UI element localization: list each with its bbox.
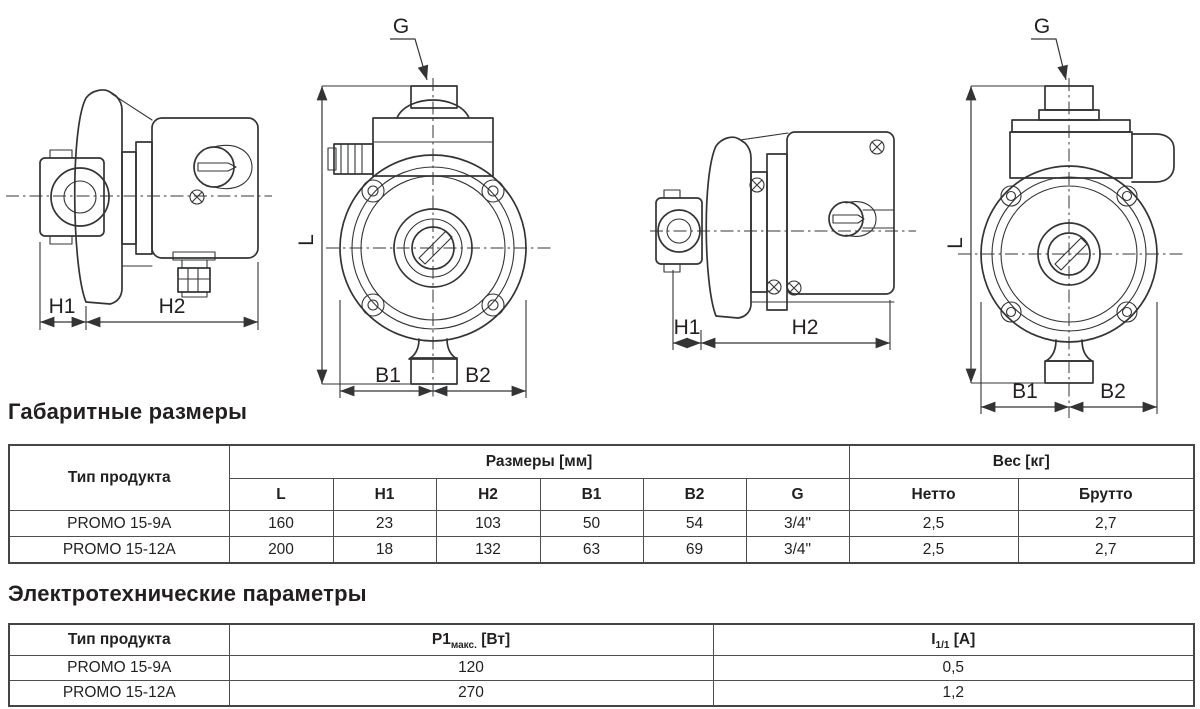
dimensions-group-header: Размеры [мм] xyxy=(228,444,850,479)
pump2-h1-label: H1 xyxy=(674,316,701,339)
electrical-section-heading: Электротехнические параметры xyxy=(8,581,367,606)
table-row: PROMO 15-12A 270 1,2 xyxy=(8,680,1195,707)
value-power: 120 xyxy=(228,655,714,681)
value-b1: 50 xyxy=(539,510,644,537)
pump1-side-view: H1 H2 xyxy=(6,89,272,330)
column-header-h1: H1 xyxy=(332,478,437,511)
value-h2: 103 xyxy=(435,510,541,537)
pump2-port-circle xyxy=(657,209,701,253)
column-header-l: L xyxy=(228,478,334,511)
pump1-l-label: L xyxy=(295,234,318,246)
pump2-screw-icons xyxy=(749,139,885,296)
pump2-volute xyxy=(980,165,1158,343)
pump2-flange-screws xyxy=(1000,185,1138,323)
power-symbol: P1 xyxy=(431,631,451,648)
pump1-b1-label: B1 xyxy=(375,364,401,387)
electrical-table: Тип продукта P1макс. [Вт] I1/1 [А] PROMO… xyxy=(8,623,1195,707)
pump1-front-cable-gland xyxy=(327,143,374,175)
pump1-speed-knob xyxy=(193,145,253,189)
value-netto: 2,5 xyxy=(848,536,1019,564)
product-type-column-header: Тип продукта xyxy=(8,444,230,511)
value-h2: 132 xyxy=(435,536,541,564)
table-row: PROMO 15-9A 160 23 103 50 54 3/4" 2,5 2,… xyxy=(8,510,1195,537)
power-column-header: P1макс. [Вт] xyxy=(228,623,714,656)
pump2-front-view: G L B1 B2 xyxy=(944,15,1186,418)
current-unit: [А] xyxy=(949,631,976,648)
pump1-top-port xyxy=(410,85,458,109)
current-symbol: I xyxy=(931,631,936,648)
product-name: PROMO 15-9A xyxy=(8,655,230,681)
pump1-motor-box xyxy=(151,117,259,259)
column-header-brutto: Брутто xyxy=(1017,478,1195,511)
value-b1: 63 xyxy=(539,536,644,564)
column-header-h2: H2 xyxy=(435,478,541,511)
pump2-side-view: H1 H2 xyxy=(650,131,916,350)
value-netto: 2,5 xyxy=(848,510,1019,537)
value-h1: 23 xyxy=(332,510,437,537)
value-b2: 54 xyxy=(642,510,747,537)
pump1-flange-screws xyxy=(361,179,505,317)
power-unit: [Вт] xyxy=(476,631,511,648)
value-brutto: 2,7 xyxy=(1017,510,1195,537)
product-type-column-header: Тип продукта xyxy=(8,623,230,656)
column-header-netto: Нетто xyxy=(848,478,1019,511)
pump1-front-view: G L xyxy=(295,15,552,400)
pump2-head-top xyxy=(1011,119,1131,133)
product-name: PROMO 15-9A xyxy=(8,510,230,537)
value-l: 160 xyxy=(228,510,334,537)
pump2-speed-knob xyxy=(828,201,895,237)
pump1-bottom-port xyxy=(410,357,458,385)
value-power: 270 xyxy=(228,680,714,707)
value-g: 3/4" xyxy=(745,536,850,564)
value-brutto: 2,7 xyxy=(1017,536,1195,564)
dimensions-section-heading: Габаритные размеры xyxy=(8,399,248,424)
pump2-bottom-port xyxy=(1044,360,1094,384)
pump2-b2-label: B2 xyxy=(1100,380,1126,403)
column-header-b2: B2 xyxy=(642,478,747,511)
pump1-h2-label: H2 xyxy=(159,295,186,318)
value-current: 1,2 xyxy=(712,680,1195,707)
power-subscript: макс. xyxy=(450,640,477,651)
dimensions-table: Тип продукта Размеры [мм] Вес [кг] L H1 … xyxy=(8,444,1196,564)
pump1-cable-gland xyxy=(172,251,216,298)
value-h1: 18 xyxy=(332,536,437,564)
pump2-g-label: G xyxy=(1034,15,1050,38)
pump2-b1-label: B1 xyxy=(1012,380,1038,403)
pump2-pump-head xyxy=(1009,131,1133,179)
pump1-b2-label: B2 xyxy=(465,364,491,387)
pump-technical-drawings: H1 H2 G xyxy=(6,15,1186,418)
pump1-g-label: G xyxy=(393,15,409,38)
current-subscript: 1/1 xyxy=(935,640,950,651)
pump1-port-circle xyxy=(50,167,110,227)
product-name: PROMO 15-12A xyxy=(8,680,230,707)
pump2-l-label: L xyxy=(944,237,967,249)
current-column-header: I1/1 [А] xyxy=(712,623,1195,656)
weight-group-header: Вес [кг] xyxy=(848,444,1195,479)
pump2-motor-box xyxy=(786,131,895,295)
value-l: 200 xyxy=(228,536,334,564)
value-g: 3/4" xyxy=(745,510,850,537)
column-header-b1: B1 xyxy=(539,478,644,511)
pump1-h1-label: H1 xyxy=(49,295,76,318)
value-current: 0,5 xyxy=(712,655,1195,681)
product-name: PROMO 15-12A xyxy=(8,536,230,564)
value-b2: 69 xyxy=(642,536,747,564)
pump1-volute xyxy=(339,154,527,342)
table-row: PROMO 15-12A 200 18 132 63 69 3/4" 2,5 2… xyxy=(8,536,1195,564)
pump2-shaft xyxy=(1047,232,1091,276)
pump2-terminal-box xyxy=(1131,133,1175,183)
table-row: PROMO 15-9A 120 0,5 xyxy=(8,655,1195,681)
pump1-shaft xyxy=(411,226,455,270)
pump2-h2-label: H2 xyxy=(792,316,819,339)
column-header-g: G xyxy=(745,478,850,511)
pump1-screw-icon xyxy=(189,189,205,205)
